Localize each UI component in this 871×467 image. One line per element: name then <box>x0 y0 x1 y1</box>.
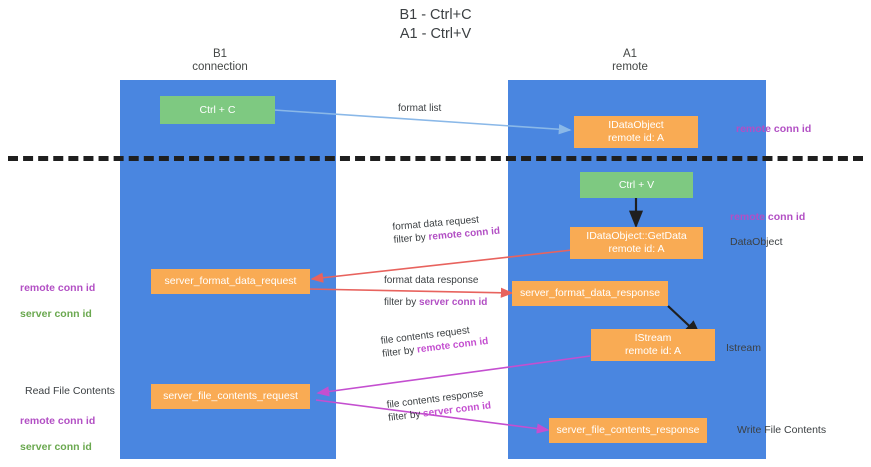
node-server-format-data-request[interactable]: server_format_data_request <box>151 269 310 294</box>
node-server-file-contents-response[interactable]: server_file_contents_response <box>549 418 707 443</box>
accent-server-conn-id: server conn id <box>419 297 488 308</box>
edge-label-format-data-response: format data response filter by server co… <box>384 274 487 309</box>
annotation-left-server-conn-id: server conn id <box>20 308 92 320</box>
annotation-left-bottom-remote-conn-id: remote conn id <box>20 415 96 427</box>
page-title: B1 - Ctrl+C A1 - Ctrl+V <box>399 7 472 42</box>
annotation-read-file-contents: Read File Contents <box>25 385 115 397</box>
edge-label-format-data-response-line2: filter by server conn id <box>384 297 488 308</box>
annotation-dataobject: DataObject <box>730 236 783 248</box>
phase-divider <box>8 156 863 161</box>
annotation-left-remote-conn-id: remote conn id <box>20 282 96 294</box>
annotation-left-bottom-conn-ids: remote conn id server conn id <box>20 402 95 467</box>
node-ctrl-v[interactable]: Ctrl + V <box>580 172 693 198</box>
annotation-istream: Istream <box>726 342 762 354</box>
edge-label-format-list: format list <box>398 102 441 115</box>
annotation-remote-conn-id-top: remote conn id <box>736 123 812 135</box>
edge-label-format-list-line1: format list <box>398 103 442 114</box>
annotation-remote-conn-id-mid: remote conn id <box>730 211 806 223</box>
lane-header-b1: B1 connection <box>192 48 248 73</box>
edge-label-format-data-response-line1: format data response <box>384 275 479 286</box>
annotation-left-conn-ids: remote conn id server conn id <box>20 269 95 334</box>
lane-header-a1: A1 remote <box>612 48 648 73</box>
node-idataobject[interactable]: IDataObject remote id: A <box>574 116 698 148</box>
node-istream[interactable]: IStream remote id: A <box>591 329 715 361</box>
node-idataobject-getdata[interactable]: IDataObject::GetData remote id: A <box>570 227 703 259</box>
node-server-file-contents-request[interactable]: server_file_contents_request <box>151 384 310 409</box>
annotation-left-bottom-server-conn-id: server conn id <box>20 441 92 453</box>
annotation-write-file-contents: Write File Contents <box>737 424 827 436</box>
node-ctrl-c[interactable]: Ctrl + C <box>160 96 275 124</box>
node-server-format-data-response[interactable]: server_format_data_response <box>512 281 668 306</box>
